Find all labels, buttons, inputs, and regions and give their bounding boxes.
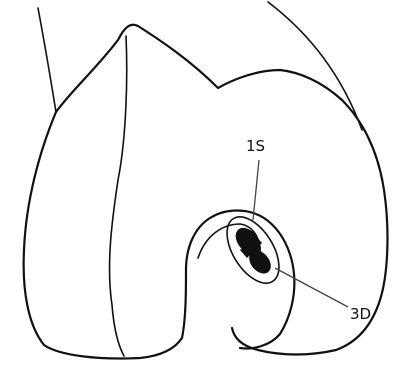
top-ridge-outline bbox=[56, 25, 342, 112]
femur-shaft-right-line bbox=[268, 2, 362, 130]
femur-shaft-left-line bbox=[38, 8, 56, 112]
leader-line-3d bbox=[275, 268, 348, 307]
label-3d: 3D bbox=[350, 305, 371, 323]
lateral-condyle-front-face bbox=[110, 36, 127, 356]
label-1s: 1S bbox=[246, 137, 265, 155]
lateral-condyle-outline bbox=[24, 112, 186, 358]
leader-line-1s bbox=[253, 160, 259, 220]
